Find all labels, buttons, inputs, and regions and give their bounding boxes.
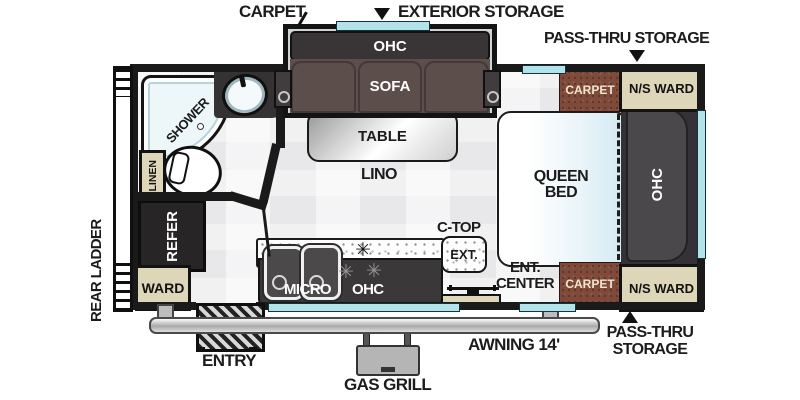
lino-floor-label: LINO: [361, 166, 397, 183]
ent-label-line2: CENTER: [495, 275, 555, 292]
tv-end-tick: [493, 285, 496, 291]
up-arrow-icon: [622, 311, 638, 323]
queen-bed: QUEEN BED: [497, 111, 625, 267]
ctop-label: C-TOP: [437, 219, 481, 236]
gas-grill-label: GAS GRILL: [344, 375, 432, 394]
sofa-slideout: OHC SOFA: [283, 24, 497, 118]
carpet-strip-bottom: CARPET: [559, 262, 621, 306]
tv-mount-base: [467, 290, 479, 295]
carpet-strip-top: CARPET: [559, 68, 621, 112]
queen-label-line2: BED: [544, 184, 578, 201]
ladder-rungs-top: [116, 69, 130, 97]
burner-icon: ✳: [338, 261, 354, 283]
tv-end-tick: [449, 285, 452, 291]
queen-bed-label: QUEEN BED: [499, 169, 623, 201]
burner-icon: ✳: [366, 260, 382, 282]
ns-wardrobe-top: N/S WARD: [619, 64, 704, 112]
kitchen-sink-icon: [301, 245, 341, 300]
sofa-armrest-left: [274, 70, 292, 108]
step-foot: [249, 347, 257, 352]
wall-top-left-segment: [130, 64, 288, 72]
down-arrow-icon: [629, 50, 645, 62]
vent-fan-icon: ✳: [355, 239, 371, 261]
gas-grill-box: [356, 345, 420, 376]
sofa-cushion: [291, 61, 356, 113]
sofa: SOFA: [290, 59, 490, 113]
tv-mount-icon: [447, 285, 499, 295]
sink-drain-icon: [272, 275, 287, 290]
kitchen-ohc-label: OHC: [352, 281, 384, 298]
faucet-icon: [238, 74, 247, 88]
wall-top-right-segment: [485, 64, 705, 72]
bed-ohc-panel: OHC: [621, 103, 697, 267]
bathroom-wall-bottom: [138, 192, 234, 201]
dinette-table: TABLE: [307, 111, 458, 162]
rear-ladder-icon: [113, 66, 133, 312]
pass-thru-storage-top-label: PASS-THRU STORAGE: [544, 30, 710, 47]
cupholder-icon: [278, 91, 290, 103]
linen-label: LINEN: [146, 160, 159, 192]
sofa-cushion: [424, 61, 490, 113]
sofa-cushion: [357, 61, 423, 113]
ladder-rungs-bottom: [116, 263, 130, 309]
step-foot: [197, 347, 205, 352]
micro-label: MICRO: [284, 281, 332, 298]
refrigerator: REFER: [138, 200, 206, 272]
window: [519, 303, 576, 312]
queen-label-line1: QUEEN: [533, 168, 589, 185]
tv-bar: [447, 287, 499, 290]
window: [522, 65, 566, 74]
toilet-seat-detail: [167, 150, 191, 186]
shower-drain-icon: [197, 123, 205, 131]
down-arrow-icon: [374, 8, 390, 20]
sofa-armrest-right: [483, 70, 501, 108]
bathroom-sink-icon: [218, 69, 272, 121]
refer-label: REFER: [163, 210, 181, 262]
bed-ohc-label: OHC: [648, 168, 666, 202]
sofa-label: SOFA: [369, 77, 411, 95]
window: [697, 110, 706, 259]
exterior-storage-label: EXTERIOR STORAGE: [398, 2, 564, 21]
cupholder-icon: [487, 91, 499, 103]
pass-thru-bottom-line1: PASS-THRU: [606, 324, 694, 341]
bathroom-wall-right: [276, 68, 285, 148]
sink-drain-icon: [309, 275, 324, 290]
wall-bottom-right-segment: [256, 302, 705, 310]
entry-label: ENTRY: [202, 351, 257, 370]
bed-slide-dashed-line: [617, 114, 620, 260]
awning-label: AWNING 14': [468, 335, 560, 354]
wall-left: [130, 64, 138, 310]
bathroom-sink-counter: [214, 68, 284, 121]
grill-handle: [381, 367, 395, 372]
bed-overhead-cabinet: OHC: [626, 108, 688, 262]
ctop-ext-box: EXT.: [441, 236, 487, 273]
sofa-overhead-cabinet: OHC: [290, 31, 490, 61]
awning-bar: [149, 317, 600, 334]
ent-center-label: ENT. CENTER: [490, 260, 560, 292]
carpet-callout-label: CARPET: [239, 2, 306, 21]
rear-ladder-label: REAR LADDER: [88, 219, 105, 322]
pass-thru-bottom-line2: STORAGE: [612, 341, 688, 358]
ward-label: WARD: [141, 280, 185, 296]
ent-label-line1: ENT.: [509, 259, 541, 276]
pass-thru-storage-bottom-label: PASS-THRU STORAGE: [600, 324, 700, 358]
window: [268, 303, 460, 312]
window: [336, 21, 430, 31]
